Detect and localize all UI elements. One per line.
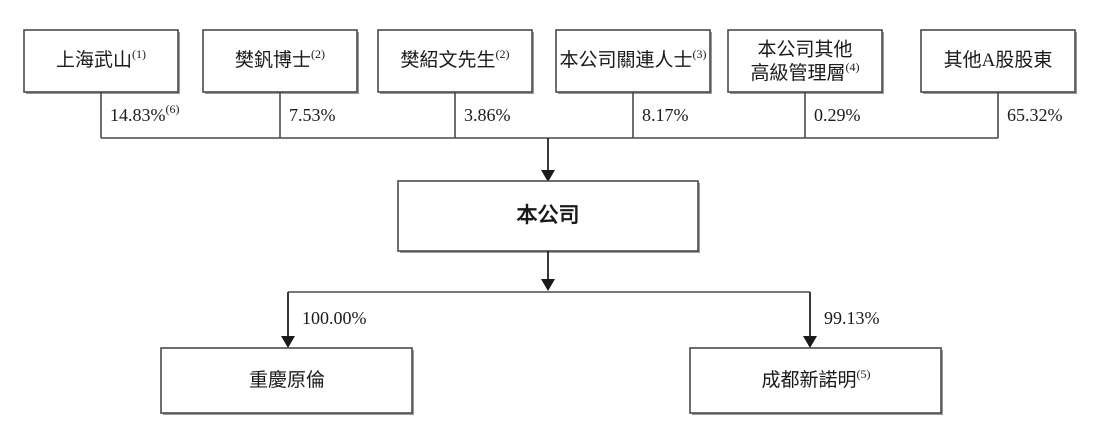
top-connectors-group	[100, 92, 999, 182]
bottom-connectors-group	[281, 251, 817, 348]
pct-chengdu-xinnuoming: 99.13%	[824, 308, 880, 328]
node-label: 本公司	[517, 203, 580, 227]
box-border	[202, 29, 358, 93]
pct-other-a-share: 65.32%	[1007, 105, 1063, 125]
node-label: 本公司關連人士(3)	[559, 47, 706, 72]
top-edge-labels-group: 14.83%(6) 7.53% 3.86% 8.17% 0.29% 65.32%	[110, 102, 1063, 125]
pct-dr-fan-fan: 7.53%	[289, 105, 336, 125]
node-label: 成都新諾明(5)	[761, 367, 870, 392]
bottom-edge-labels-group: 100.00% 99.13%	[302, 308, 880, 328]
pct-mr-fan-shaowen: 3.86%	[464, 105, 511, 125]
node-company-connected-persons[interactable]: 本公司關連人士(3)	[555, 29, 712, 94]
bottom-row-group: 重慶原倫 成都新諾明(5)	[160, 347, 943, 415]
box-border	[689, 347, 942, 414]
node-mr-fan-shaowen[interactable]: 樊紹文先生(2)	[377, 29, 534, 94]
node-chongqing-yuanlun[interactable]: 重慶原倫	[160, 347, 414, 415]
node-label: 重慶原倫	[249, 369, 325, 391]
node-label: 樊釩博士(2)	[235, 47, 325, 72]
box-border	[377, 29, 533, 93]
node-chengdu-xinnuoming[interactable]: 成都新諾明(5)	[689, 347, 943, 415]
box-border	[555, 29, 711, 93]
arrowhead-into-company	[541, 170, 555, 182]
node-label: 上海武山(1)	[56, 47, 146, 72]
arrowhead-into-chongqing-yuanlun	[281, 336, 295, 348]
box-border	[397, 180, 699, 252]
node-dr-fan-fan[interactable]: 樊釩博士(2)	[202, 29, 359, 94]
pct-chongqing-yuanlun: 100.00%	[302, 308, 367, 328]
box-border	[23, 29, 179, 93]
pct-senior-management: 0.29%	[814, 105, 861, 125]
node-label-line2: 高級管理層(4)	[750, 60, 859, 85]
arrowhead-company-split	[541, 279, 555, 291]
pct-shanghai-wushan: 14.83%(6)	[110, 102, 180, 125]
box-border	[160, 347, 413, 414]
node-label-line1: 本公司其他	[757, 38, 852, 60]
node-other-a-share-holders[interactable]: 其他A股股東	[920, 29, 1077, 94]
node-shanghai-wushan[interactable]: 上海武山(1)	[23, 29, 180, 94]
pct-connected-persons: 8.17%	[642, 105, 689, 125]
arrowhead-into-chengdu-xinnuoming	[803, 336, 817, 348]
node-the-company[interactable]: 本公司	[397, 180, 700, 253]
box-border	[727, 29, 883, 93]
top-row-group: 上海武山(1) 樊釩博士(2) 樊紹文先生(2)	[23, 29, 1077, 94]
node-label: 其他A股股東	[944, 49, 1053, 71]
node-other-senior-management[interactable]: 本公司其他 高級管理層(4)	[727, 29, 884, 94]
node-label: 樊紹文先生(2)	[400, 47, 509, 72]
